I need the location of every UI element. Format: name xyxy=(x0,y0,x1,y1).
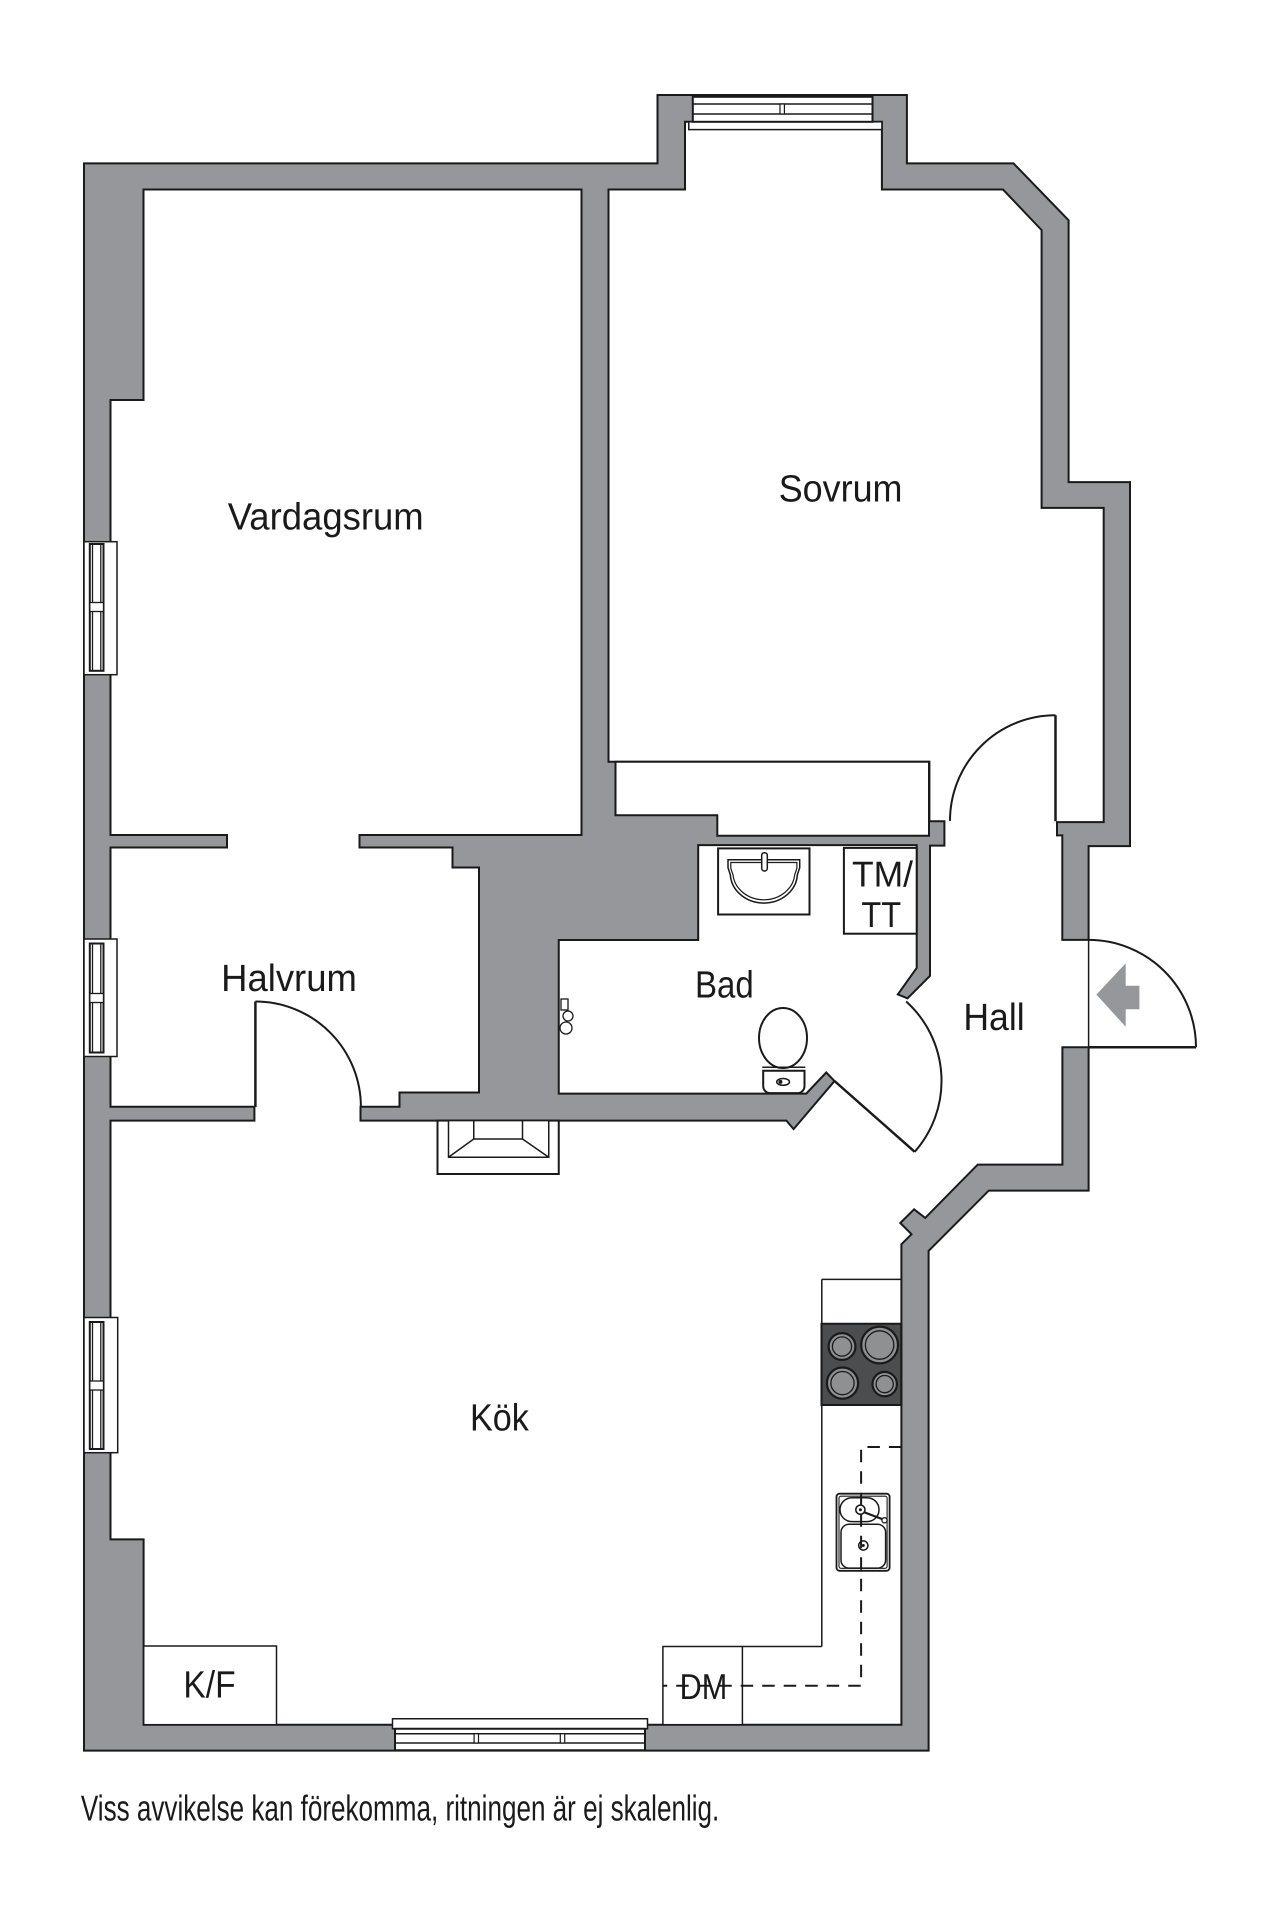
svg-text:Bad: Bad xyxy=(695,965,754,1007)
svg-text:Sovrum: Sovrum xyxy=(779,468,903,510)
svg-text:Vardagsrum: Vardagsrum xyxy=(228,497,424,539)
svg-text:Hall: Hall xyxy=(963,997,1024,1039)
svg-text:TT: TT xyxy=(861,894,901,935)
svg-text:Viss avvikelse kan förekomma,: Viss avvikelse kan förekomma, ritningen … xyxy=(81,1788,719,1829)
svg-text:DM: DM xyxy=(680,1666,728,1707)
svg-text:Halvrum: Halvrum xyxy=(221,958,357,1000)
svg-text:TM/: TM/ xyxy=(852,854,913,895)
svg-text:K/F: K/F xyxy=(183,1665,235,1707)
svg-text:Kök: Kök xyxy=(470,1397,530,1439)
